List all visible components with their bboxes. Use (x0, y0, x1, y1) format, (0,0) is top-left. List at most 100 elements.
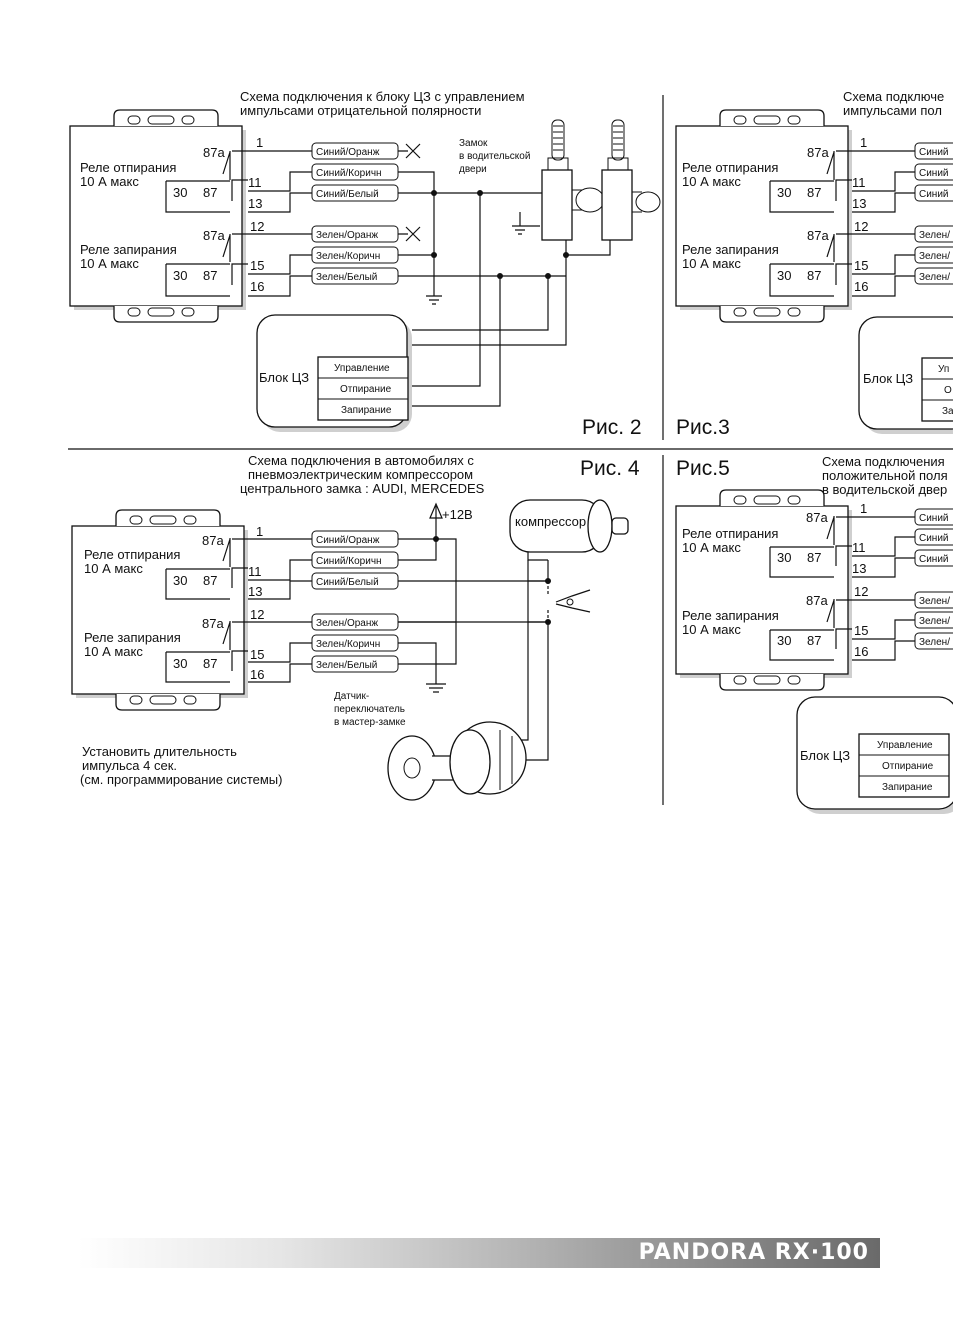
fig4-out-12: 12 (250, 607, 264, 622)
pliers-icon (555, 589, 591, 613)
fig4-unlock-relay-rating: 10 А макс (84, 561, 143, 576)
fig5-title-line1: Схема подключения (822, 454, 945, 469)
fig4-pin-87a-2: 87а (202, 616, 224, 631)
fig5-pin-30-2: 30 (777, 633, 791, 648)
fig4-pin-87-1: 87 (203, 573, 217, 588)
fig5-out-12: 12 (854, 584, 868, 599)
fig4-wire-blue-orange: Синий/Оранж (316, 535, 380, 546)
fig3-wire-1: Синий (919, 147, 949, 158)
fig2-pin-87-2: 87 (203, 268, 217, 283)
fig3-out-1: 1 (860, 135, 867, 150)
fig2-cut-mark-1 (398, 143, 421, 159)
fig4-title-line1: Схема подключения в автомобилях с (248, 453, 474, 468)
fig4-plus12-arrow (429, 502, 443, 540)
fig3-wire-3: Синий (919, 189, 949, 200)
fig2-out-1: 1 (256, 135, 263, 150)
fig2-wire-blue-white: Синий/Белый (316, 189, 379, 200)
fig4-pin-87a-1: 87а (202, 533, 224, 548)
fig4-out-1: 1 (256, 524, 263, 539)
fig2-pin-30-1: 30 (173, 185, 187, 200)
fig3-wire-2: Синий (919, 168, 949, 179)
fig3-caption: Рис.3 (676, 416, 730, 439)
fig5-cz-control: Управление (877, 740, 933, 751)
fig2-cz-label: Блок ЦЗ (259, 370, 309, 385)
fig5-wire-6: Зелен/ (919, 637, 950, 648)
fig3-pin-87a-2: 87а (807, 228, 829, 243)
fig3-out-16: 16 (854, 279, 868, 294)
fig3-cz-label: Блок ЦЗ (863, 371, 913, 386)
fig5-title-line3: в водительской двер (822, 482, 947, 497)
fig2-door-lock-actuator (541, 119, 661, 241)
fig5-unlock-relay-label: Реле отпирания (682, 526, 778, 541)
fig4-out-15: 15 (250, 647, 264, 662)
fig4-title-line3: центрального замка : AUDI, MERCEDES (240, 481, 485, 496)
fig3-out-13: 13 (852, 196, 866, 211)
fig3-cz-unlock: О (944, 385, 952, 396)
fig5-caption: Рис.5 (676, 457, 730, 480)
fig5-cz-unlock: Отпирание (882, 761, 934, 772)
fig4-pin-30-1: 30 (173, 573, 187, 588)
fig2-wire-blue-orange: Синий/Оранж (316, 147, 380, 158)
fig2-unlock-relay-rating: 10 А макс (80, 174, 139, 189)
fig4-wire-green-white: Зелен/Белый (316, 660, 377, 671)
fig2-lock-label-3: двери (459, 164, 487, 175)
fig4-ground (426, 683, 446, 693)
fig5-pin-87a-1: 87а (806, 510, 828, 525)
footer-brand: PANDORA RX·100 (638, 1240, 869, 1265)
figure-4: Схема подключения в автомобилях с пневмо… (71, 453, 640, 801)
fig5-out-16: 16 (854, 644, 868, 659)
fig2-pin-87a-1: 87а (203, 145, 225, 160)
fig5-lock-relay-label: Реле запирания (682, 608, 779, 623)
fig3-lock-relay-rating: 10 А макс (682, 256, 741, 271)
fig2-cz-control: Управление (334, 363, 390, 374)
fig2-lock-relay-label: Реле запирания (80, 242, 177, 257)
fig5-cz-label: Блок ЦЗ (800, 748, 850, 763)
figure-2: Схема подключения к блоку ЦЗ с управлени… (69, 89, 661, 439)
fig4-compressor-label: компрессор (515, 514, 586, 529)
fig4-pin-30-2: 30 (173, 656, 187, 671)
fig3-pin-30-1: 30 (777, 185, 791, 200)
fig5-wire-2: Синий (919, 533, 949, 544)
fig2-ground-2 (512, 212, 540, 235)
fig5-wire-1: Синий (919, 513, 949, 524)
fig5-title-line2: положительной поля (822, 468, 948, 483)
fig4-wire-green-brown: Зелен/Коричн (316, 639, 380, 650)
fig2-pin-87-1: 87 (203, 185, 217, 200)
fig2-out-12: 12 (250, 219, 264, 234)
fig2-wire-green-white: Зелен/Белый (316, 272, 377, 283)
fig2-relay-module (69, 109, 246, 323)
fig3-unlock-relay-rating: 10 А макс (682, 174, 741, 189)
fig5-wire-3: Синий (919, 554, 949, 565)
fig3-out-11: 11 (852, 175, 866, 190)
fig2-title-line1: Схема подключения к блоку ЦЗ с управлени… (240, 89, 525, 104)
fig3-pin-87-2: 87 (807, 268, 821, 283)
fig5-out-11: 11 (852, 540, 866, 555)
fig2-wire-blue-brown: Синий/Коричн (316, 168, 382, 179)
fig2-ground-1 (426, 295, 442, 305)
key-icon (387, 721, 527, 801)
fig3-unlock-relay-label: Реле отпирания (682, 160, 778, 175)
fig3-out-15: 15 (854, 258, 868, 273)
fig5-out-15: 15 (854, 623, 868, 638)
fig3-cz-control: Уп (938, 364, 949, 375)
fig3-pin-30-2: 30 (777, 268, 791, 283)
fig4-note-line3: (см. программирование системы) (80, 772, 282, 787)
fig2-out-15: 15 (250, 258, 264, 273)
fig3-pin-87-1: 87 (807, 185, 821, 200)
fig2-pin-30-2: 30 (173, 268, 187, 283)
fig3-pin-87a-1: 87а (807, 145, 829, 160)
fig2-title-line2: импульсами отрицательной полярности (240, 103, 481, 118)
fig3-out-12: 12 (854, 219, 868, 234)
fig4-sensor-label-1: Датчик- (334, 691, 369, 702)
fig4-unlock-relay-label: Реле отпирания (84, 547, 180, 562)
fig2-out-16: 16 (250, 279, 264, 294)
fig3-lock-relay-label: Реле запирания (682, 242, 779, 257)
fig4-note-line1: Установить длительность (82, 744, 237, 759)
fig4-title-line2: пневмоэлектрическим компрессором (248, 467, 473, 482)
fig2-pin-87a-2: 87а (203, 228, 225, 243)
fig2-lock-label-2: в водительской (459, 151, 530, 162)
fig2-lock-label-1: Замок (459, 138, 488, 149)
fig4-caption: Рис. 4 (580, 457, 640, 480)
fig2-cut-mark-2 (398, 226, 421, 242)
fig5-unlock-relay-rating: 10 А макс (682, 540, 741, 555)
